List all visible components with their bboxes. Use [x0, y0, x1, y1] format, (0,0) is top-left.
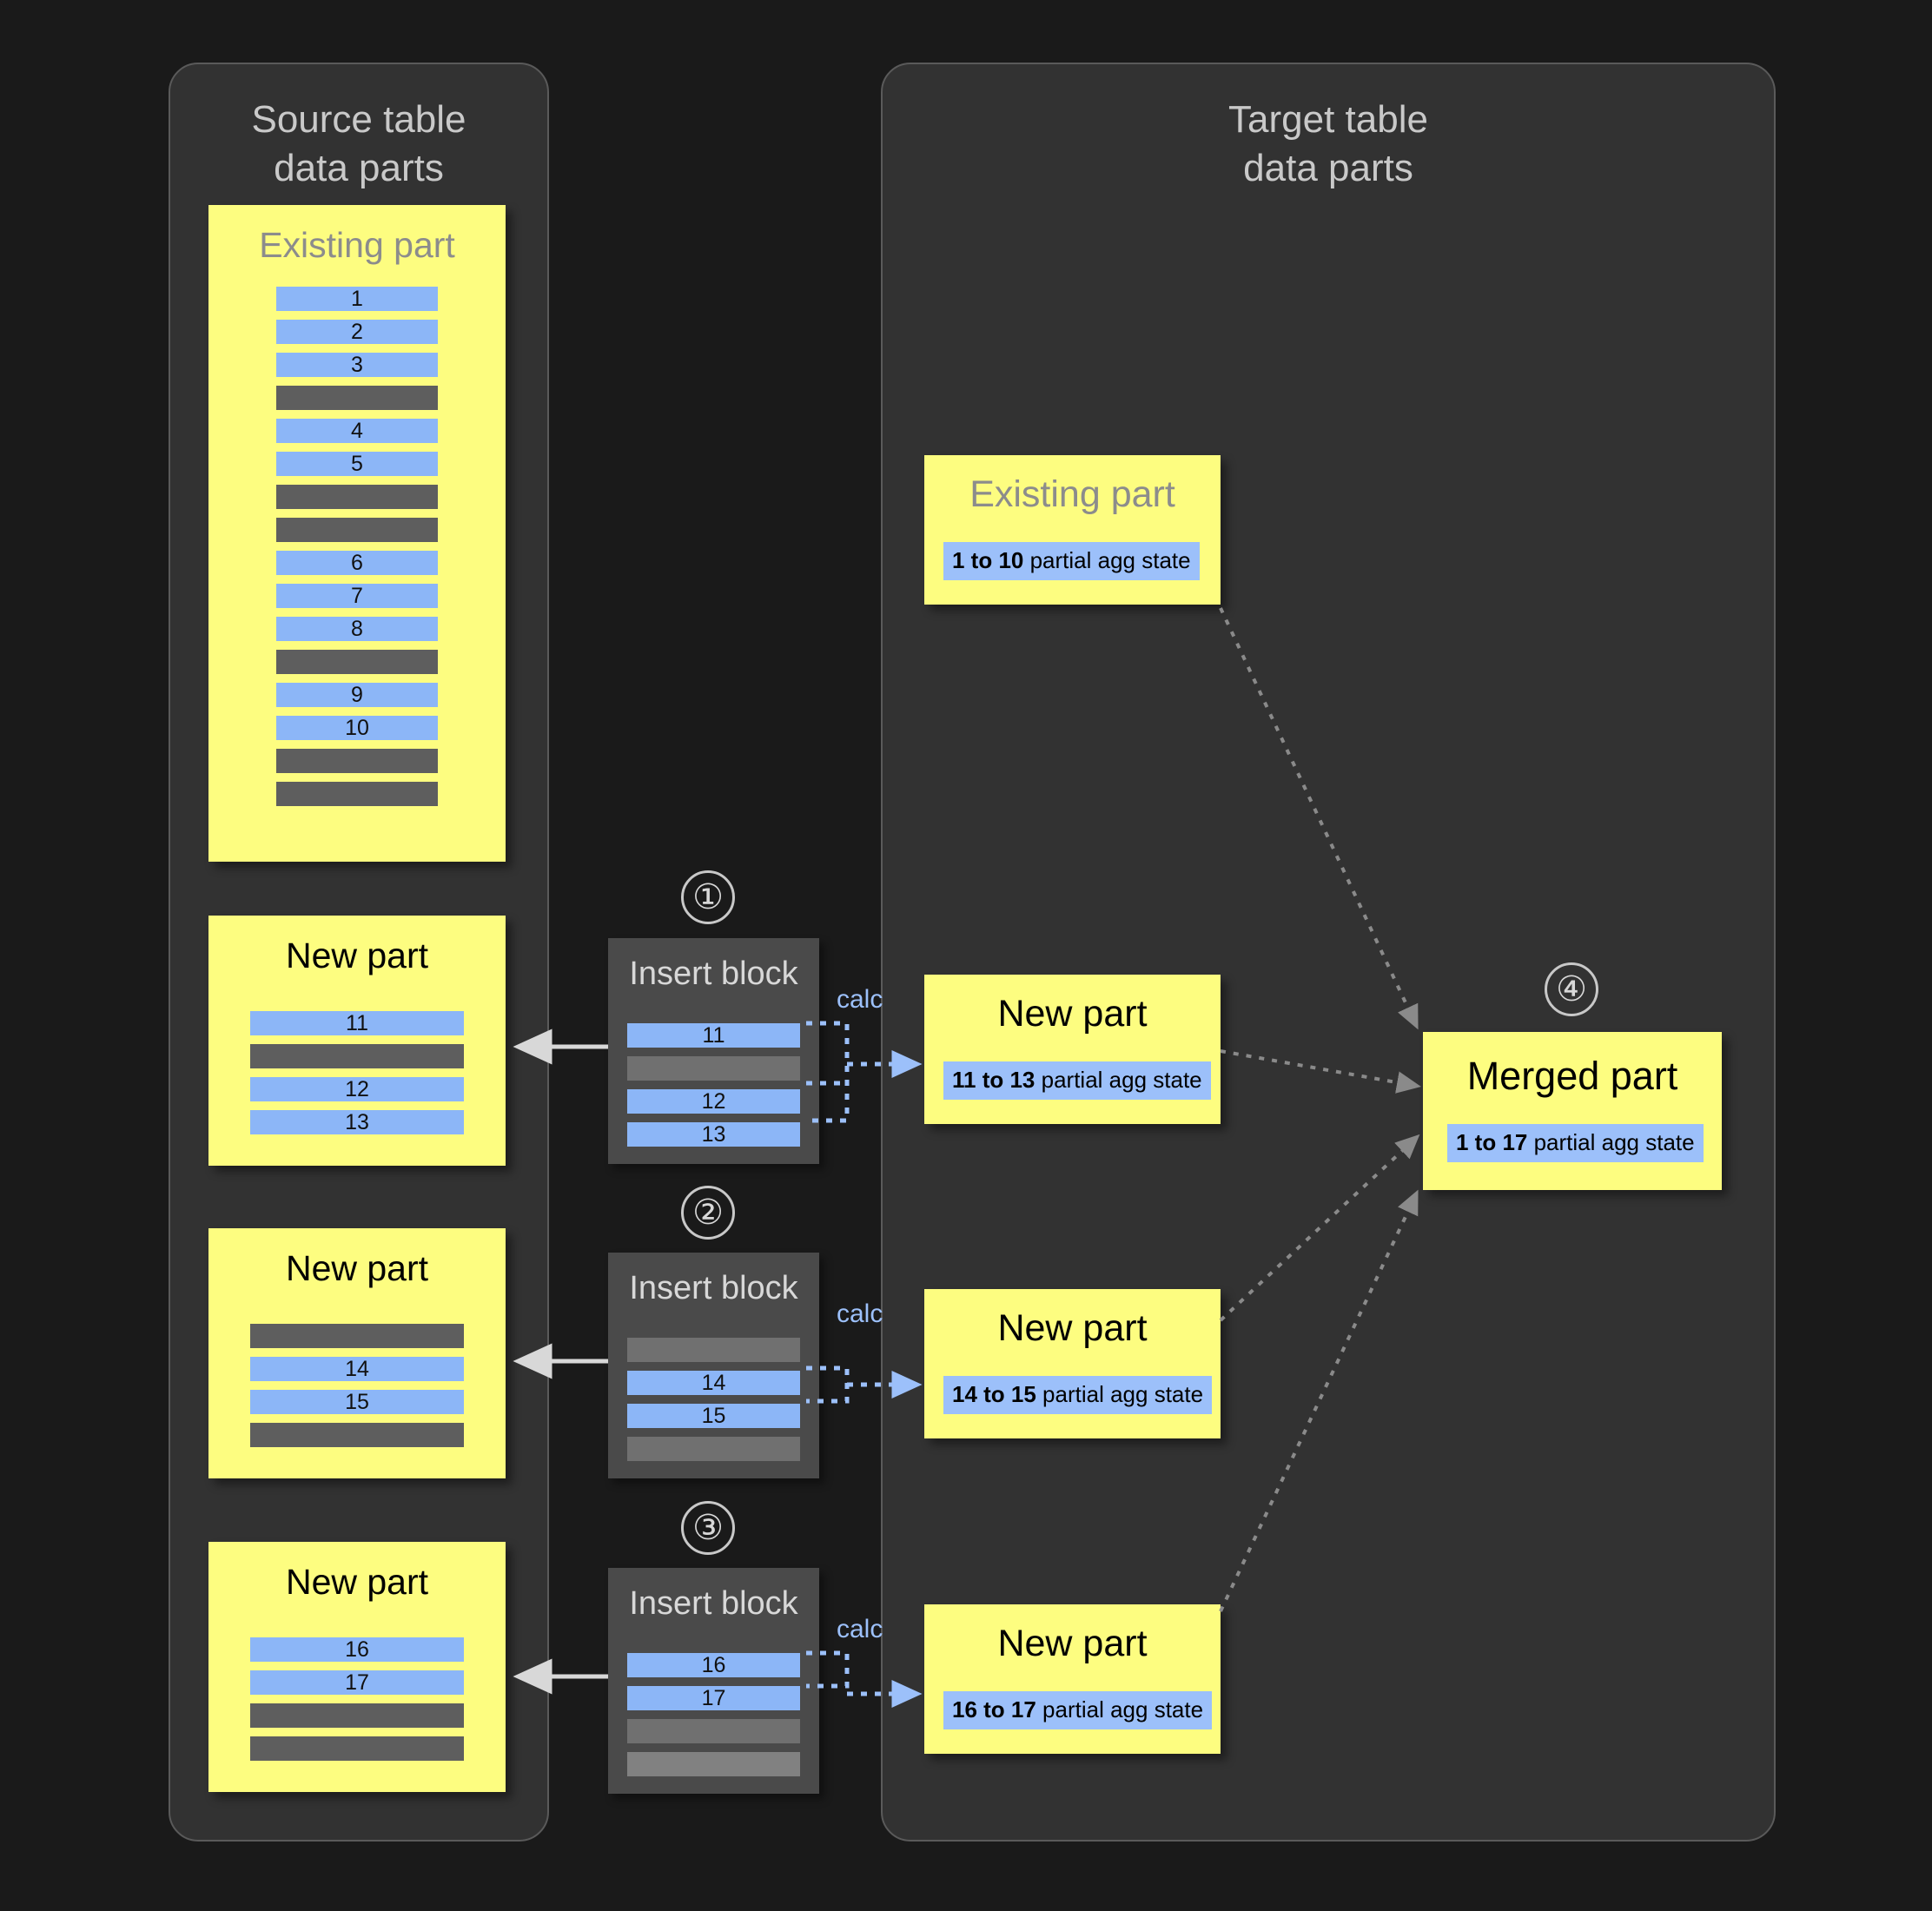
source-new-part-11-13-rows: 11 12 13 [208, 1011, 506, 1143]
source-new-part-11-13-title: New part [285, 936, 429, 975]
new-part-14-15-row-15: 15 [250, 1390, 464, 1414]
merged-part-chip: 1 to 17 partial agg state [1447, 1124, 1704, 1162]
target-new-part-11-13: New part 11 to 13 partial agg state [924, 975, 1221, 1124]
target-new-part-14-15-chip: 14 to 15 partial agg state [943, 1376, 1213, 1414]
target-existing-part-title: Existing part [969, 473, 1175, 515]
new-part-11-13-row-empty-1 [250, 1044, 464, 1068]
insert-block-3-row-17: 17 [627, 1686, 800, 1710]
insert-block-1: Insert block 11 12 13 [608, 938, 819, 1164]
existing-part-row-7: 7 [276, 584, 438, 608]
new-part-16-17-row-empty-2 [250, 1703, 464, 1728]
source-existing-part: Existing part 1 2 3 4 5 6 7 8 9 10 [208, 205, 506, 862]
merged-part: Merged part 1 to 17 partial agg state [1423, 1032, 1722, 1190]
existing-part-row-6: 6 [276, 551, 438, 575]
existing-part-row-4: 4 [276, 419, 438, 443]
target-existing-part-chip: 1 to 10 partial agg state [943, 542, 1200, 580]
insert-block-1-row-12: 12 [627, 1089, 800, 1114]
existing-part-row-2: 2 [276, 320, 438, 344]
new-part-16-17-row-empty-3 [250, 1736, 464, 1761]
target-table-panel: Target table data parts [881, 63, 1776, 1842]
step-1-marker: ① [681, 870, 735, 924]
target-new-part-11-13-chip: 11 to 13 partial agg state [943, 1061, 1211, 1100]
chip-range: 16 to 17 [952, 1696, 1036, 1723]
insert-block-2-row-15: 15 [627, 1404, 800, 1428]
insert-block-2-row-empty-3 [627, 1437, 800, 1461]
existing-part-row-1: 1 [276, 287, 438, 311]
source-panel-title: Source table data parts [251, 98, 466, 190]
insert-block-2-row-empty-0 [627, 1338, 800, 1362]
chip-suffix: partial agg state [1035, 1696, 1204, 1723]
chip-range: 1 to 10 [952, 547, 1024, 573]
source-new-part-16-17-title: New part [285, 1562, 429, 1602]
source-new-part-14-15-title: New part [285, 1248, 429, 1288]
step-4-marker: ④ [1545, 962, 1598, 1016]
target-new-part-16-17-chip: 16 to 17 partial agg state [943, 1691, 1213, 1729]
new-part-11-13-row-11: 11 [250, 1011, 464, 1035]
insert-block-3-title: Insert block [629, 1585, 798, 1622]
target-new-part-11-13-title: New part [997, 993, 1148, 1035]
insert-block-1-row-13: 13 [627, 1122, 800, 1147]
chip-suffix: partial agg state [1527, 1129, 1695, 1155]
existing-part-row-empty-11 [276, 650, 438, 674]
new-part-16-17-row-17: 17 [250, 1670, 464, 1695]
step-3-marker: ③ [681, 1501, 735, 1555]
calc-label-2: calc [837, 1299, 883, 1328]
existing-part-row-10: 10 [276, 716, 438, 740]
calc-label-3: calc [837, 1615, 883, 1643]
existing-part-row-empty-7 [276, 518, 438, 542]
existing-part-row-8: 8 [276, 617, 438, 641]
source-new-part-11-13: New part 11 12 13 [208, 916, 506, 1166]
existing-part-row-empty-14 [276, 749, 438, 773]
chip-suffix: partial agg state [1035, 1067, 1202, 1093]
new-part-14-15-row-14: 14 [250, 1357, 464, 1381]
insert-block-1-rows: 11 12 13 [608, 1023, 819, 1155]
chip-suffix: partial agg state [1023, 547, 1191, 573]
target-new-part-14-15: New part 14 to 15 partial agg state [924, 1289, 1221, 1438]
new-part-11-13-row-12: 12 [250, 1077, 464, 1101]
insert-block-1-row-11: 11 [627, 1023, 800, 1048]
chip-range: 1 to 17 [1456, 1129, 1528, 1155]
chip-range: 14 to 15 [952, 1381, 1036, 1407]
insert-block-1-title: Insert block [629, 956, 798, 992]
target-existing-part: Existing part 1 to 10 partial agg state [924, 455, 1221, 605]
insert-block-1-row-empty-1 [627, 1056, 800, 1081]
existing-part-row-empty-3 [276, 386, 438, 410]
target-new-part-16-17: New part 16 to 17 partial agg state [924, 1604, 1221, 1754]
new-part-16-17-row-16: 16 [250, 1637, 464, 1662]
existing-part-row-empty-15 [276, 782, 438, 806]
insert-block-3-row-empty-3 [627, 1752, 800, 1776]
existing-part-row-5: 5 [276, 452, 438, 476]
insert-block-3-row-16: 16 [627, 1653, 800, 1677]
existing-part-row-empty-6 [276, 485, 438, 509]
insert-block-2-title: Insert block [629, 1270, 798, 1306]
source-existing-part-rows: 1 2 3 4 5 6 7 8 9 10 [208, 287, 506, 815]
calc-label-1: calc [837, 985, 883, 1014]
source-existing-part-title: Existing part [259, 225, 455, 265]
chip-suffix: partial agg state [1035, 1381, 1204, 1407]
insert-block-2-row-14: 14 [627, 1371, 800, 1395]
new-part-14-15-row-empty-0 [250, 1324, 464, 1348]
merged-part-title: Merged part [1466, 1054, 1678, 1098]
new-part-14-15-row-empty-3 [250, 1423, 464, 1447]
target-panel-title: Target table data parts [1228, 98, 1428, 190]
insert-block-3-row-empty-2 [627, 1719, 800, 1743]
chip-range: 11 to 13 [952, 1067, 1035, 1093]
target-new-part-16-17-title: New part [997, 1623, 1148, 1664]
existing-part-row-9: 9 [276, 683, 438, 707]
target-new-part-14-15-title: New part [997, 1307, 1148, 1349]
new-part-11-13-row-13: 13 [250, 1110, 464, 1134]
existing-part-row-3: 3 [276, 353, 438, 377]
step-2-marker: ② [681, 1186, 735, 1240]
